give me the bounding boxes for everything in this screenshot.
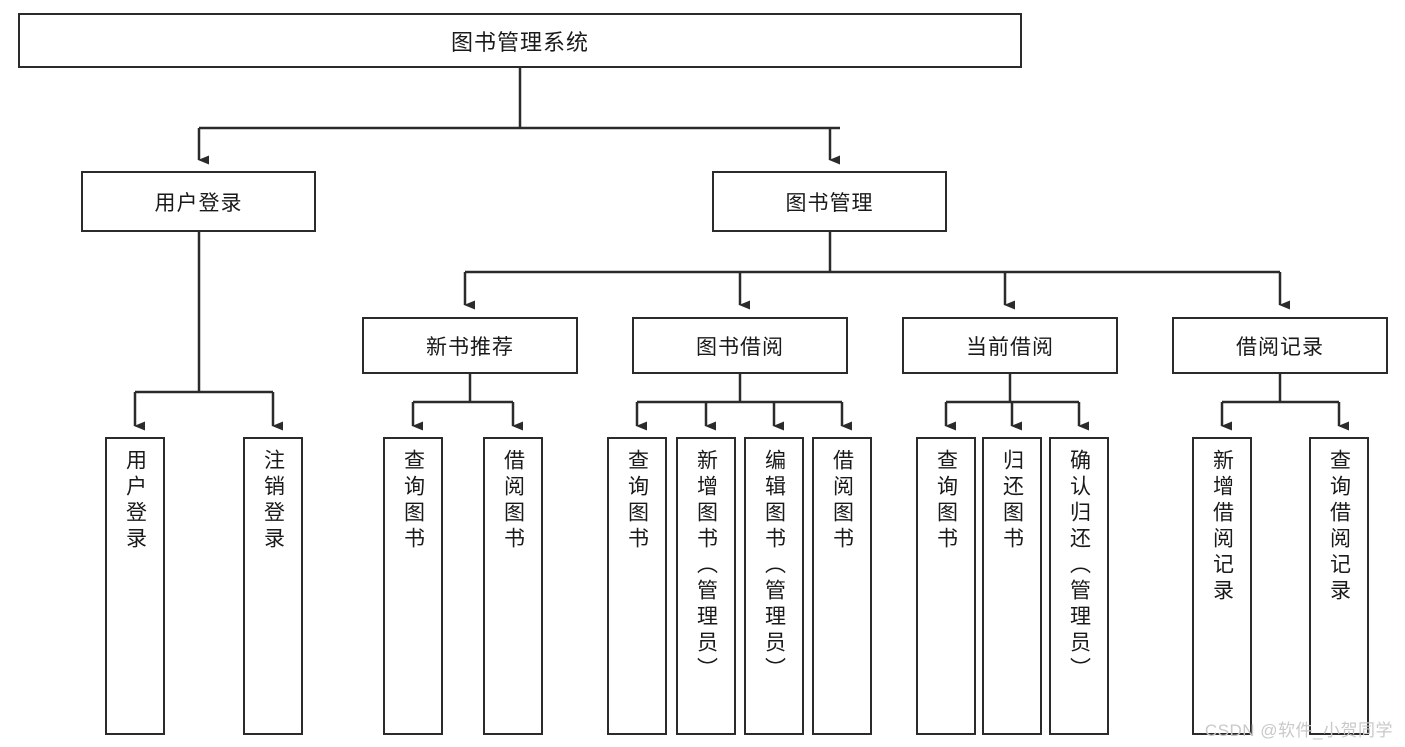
node-label: 图书借阅 (696, 335, 784, 359)
node-book-borrow[interactable]: 图书借阅 (632, 317, 848, 374)
node-label: 查询图书 (934, 449, 958, 553)
leaf-current-borrow-query[interactable]: 查询图书 (916, 437, 976, 735)
leaf-new-book-borrow[interactable]: 借阅图书 (483, 437, 543, 735)
node-root-library-system[interactable]: 图书管理系统 (18, 13, 1022, 68)
node-label: 归还图书 (1000, 449, 1024, 553)
node-new-book-recommend[interactable]: 新书推荐 (362, 317, 578, 374)
node-current-borrow[interactable]: 当前借阅 (902, 317, 1118, 374)
node-label: 图书管理系统 (450, 29, 589, 55)
node-label: 新增图书（管理员） (694, 449, 718, 683)
leaf-borrow-record-query[interactable]: 查询借阅记录 (1309, 437, 1369, 735)
node-label: 查询借阅记录 (1327, 449, 1351, 605)
node-label: 借阅图书 (830, 449, 854, 553)
node-label: 编辑图书（管理员） (762, 449, 786, 683)
node-book-management[interactable]: 图书管理 (712, 171, 947, 232)
node-label: 借阅记录 (1236, 335, 1324, 359)
node-label: 用户登录 (123, 449, 147, 553)
node-label: 查询图书 (401, 449, 425, 553)
node-user-login[interactable]: 用户登录 (81, 171, 316, 232)
leaf-book-borrow-add[interactable]: 新增图书（管理员） (676, 437, 736, 735)
node-label: 新增借阅记录 (1210, 449, 1234, 605)
leaf-book-borrow-lend[interactable]: 借阅图书 (812, 437, 872, 735)
csdn-watermark: CSDN @软件_小贺同学 (1204, 721, 1393, 740)
leaf-book-borrow-edit[interactable]: 编辑图书（管理员） (744, 437, 804, 735)
node-label: 图书管理 (785, 191, 874, 215)
node-label: 当前借阅 (966, 335, 1054, 359)
leaf-current-borrow-confirm-return[interactable]: 确认归还（管理员） (1049, 437, 1109, 735)
leaf-user-login-signout[interactable]: 注销登录 (243, 437, 303, 735)
leaf-new-book-query[interactable]: 查询图书 (383, 437, 443, 735)
leaf-book-borrow-query[interactable]: 查询图书 (607, 437, 667, 735)
node-label: 查询图书 (625, 449, 649, 553)
node-borrow-record[interactable]: 借阅记录 (1172, 317, 1388, 374)
leaf-current-borrow-return[interactable]: 归还图书 (982, 437, 1042, 735)
leaf-borrow-record-add[interactable]: 新增借阅记录 (1192, 437, 1252, 735)
node-label: 确认归还（管理员） (1067, 449, 1091, 683)
node-label: 借阅图书 (501, 449, 525, 553)
node-label: 新书推荐 (426, 335, 514, 359)
node-label: 注销登录 (261, 449, 285, 553)
leaf-user-login-signin[interactable]: 用户登录 (105, 437, 165, 735)
node-label: 用户登录 (154, 191, 243, 215)
